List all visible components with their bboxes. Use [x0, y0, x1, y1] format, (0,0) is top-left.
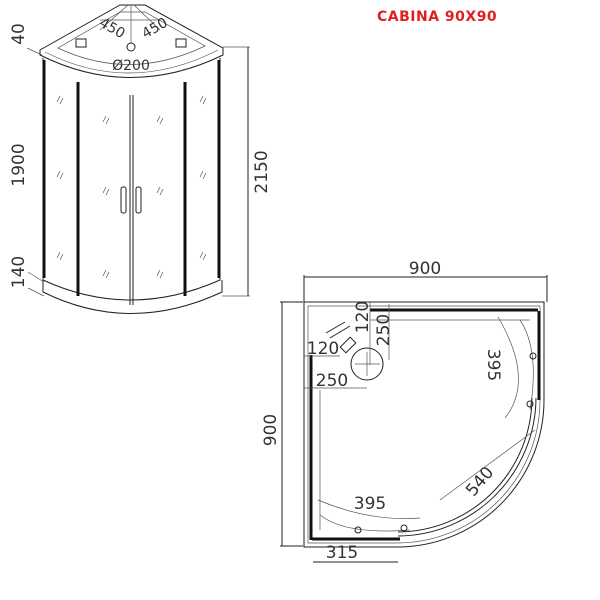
dim-drain-left-250-label: 250 — [316, 371, 348, 391]
dim-angle-left-label: 450 — [96, 15, 127, 42]
drawing-line — [400, 524, 408, 532]
canopy-roof — [39, 4, 224, 78]
drawing-line — [529, 352, 537, 360]
dim-tray-label: 140 — [9, 256, 29, 288]
drawing-line — [439, 429, 536, 501]
faucet-icon — [325, 321, 351, 339]
plan-view: 900 900 120 250 120 250 395 540 395 315 — [261, 259, 548, 563]
dim-shower-head-label: Ø200 — [112, 58, 150, 74]
dim-door-right-label: 395 — [483, 349, 503, 381]
drawing-line — [317, 499, 421, 519]
drawing-line — [42, 58, 221, 301]
drawing-line — [355, 352, 380, 376]
door-handle-left — [120, 186, 127, 214]
drawing-line — [304, 302, 390, 389]
dim-top-label: 40 — [9, 23, 29, 45]
drawing-line — [319, 514, 411, 532]
dim-glass-height-label: 1900 — [9, 143, 29, 186]
speaker-icon — [75, 38, 87, 48]
drawing-line — [526, 400, 534, 408]
drawing-line — [26, 46, 250, 56]
drawing-line — [56, 95, 64, 261]
front-elevation: 40 1900 140 2150 450 450 Ø200 — [9, 4, 272, 314]
dim-opening-label: 540 — [462, 463, 498, 501]
dim-width-label: 900 — [409, 259, 441, 279]
drawing-line — [397, 397, 537, 537]
drawing-line — [156, 115, 164, 279]
door-handle-right — [135, 186, 142, 214]
drawing-line — [27, 271, 250, 297]
drawing-line — [102, 115, 110, 279]
drawing-line — [354, 526, 362, 534]
dim-door-bottom-label: 395 — [354, 494, 386, 514]
drawing-line — [99, 4, 161, 43]
drain-circle — [350, 347, 384, 381]
canopy-inner — [57, 11, 206, 65]
drawing-line — [42, 280, 223, 314]
speaker-icon — [175, 38, 187, 48]
dim-angle-right-label: 450 — [139, 15, 170, 42]
drawing-line — [519, 319, 534, 411]
drawing-line — [199, 95, 207, 261]
drawing-line — [397, 397, 533, 533]
drawing-line — [497, 316, 519, 419]
glass-reflection-marks — [56, 95, 207, 279]
dim-drain-top-250-label: 250 — [374, 314, 394, 346]
dim-total-height-label: 2150 — [252, 150, 272, 193]
drawing-line — [307, 305, 541, 544]
drawing-title: CABINA 90X90 — [377, 9, 498, 25]
tray-outline — [303, 301, 545, 548]
drawing-line — [339, 336, 357, 354]
drawing-line — [44, 49, 219, 74]
shower-head-icon — [126, 42, 136, 52]
drawing-line — [319, 319, 530, 530]
dim-depth-label: 900 — [261, 414, 281, 446]
dim-drain-top-120-label: 120 — [353, 301, 373, 333]
dim-fixed-panel-label: 315 — [326, 543, 358, 563]
dim-drain-left-120-label: 120 — [307, 339, 339, 359]
